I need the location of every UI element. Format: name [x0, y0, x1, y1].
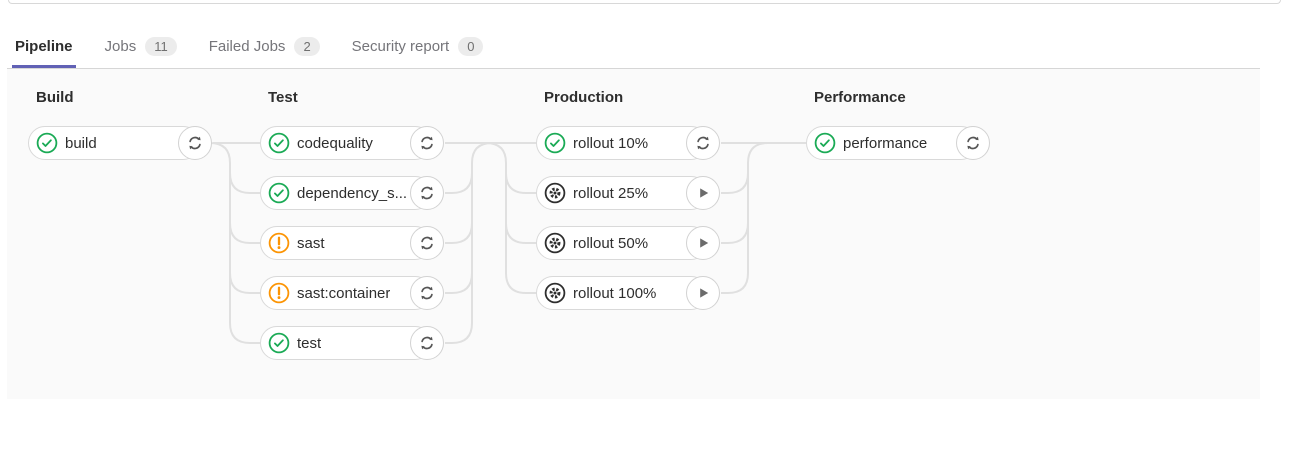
- job-sast-container[interactable]: sast:container: [260, 276, 444, 310]
- pipeline-connectors: [209, 142, 806, 344]
- job-dependency-s[interactable]: dependency_s...: [260, 176, 444, 210]
- job-label: sast: [297, 234, 325, 252]
- job-performance[interactable]: performance: [806, 126, 990, 160]
- job-label: rollout 25%: [573, 184, 649, 202]
- job-rollout-10[interactable]: rollout 10%: [536, 126, 720, 160]
- status-success-icon: [268, 182, 290, 204]
- stage-name-performance: Performance: [814, 89, 906, 106]
- tab-label: Jobs: [104, 38, 137, 55]
- tab-failed-jobs[interactable]: Failed Jobs 2: [206, 28, 323, 68]
- job-sast[interactable]: sast: [260, 226, 444, 260]
- play-icon: [695, 285, 711, 301]
- status-warning-icon: [268, 232, 290, 254]
- retry-icon: [419, 285, 435, 301]
- tab-label: Pipeline: [15, 38, 73, 55]
- status-manual-icon: [544, 282, 566, 304]
- retry-icon: [419, 135, 435, 151]
- retry-icon: [187, 135, 203, 151]
- job-label: sast:container: [297, 284, 391, 302]
- job-rollout-50[interactable]: rollout 50%: [536, 226, 720, 260]
- retry-icon: [419, 335, 435, 351]
- job-label: codequality: [297, 134, 373, 152]
- play-button[interactable]: [686, 176, 720, 210]
- top-card-bottom-edge: [8, 0, 1281, 4]
- stage-name-production: Production: [544, 89, 624, 106]
- status-manual-icon: [544, 182, 566, 204]
- job-label: dependency_s...: [297, 184, 408, 202]
- tab-security-report[interactable]: Security report 0: [349, 28, 487, 68]
- job-codequality[interactable]: codequality: [260, 126, 444, 160]
- retry-icon: [965, 135, 981, 151]
- retry-button[interactable]: [178, 126, 212, 160]
- tab-badge: 0: [458, 37, 484, 56]
- play-icon: [695, 235, 711, 251]
- retry-icon: [419, 185, 435, 201]
- retry-icon: [695, 135, 711, 151]
- status-success-icon: [814, 132, 836, 154]
- play-icon: [695, 185, 711, 201]
- retry-button[interactable]: [410, 176, 444, 210]
- job-label: rollout 100%: [573, 284, 657, 302]
- retry-button[interactable]: [410, 226, 444, 260]
- retry-button[interactable]: [410, 326, 444, 360]
- play-button[interactable]: [686, 276, 720, 310]
- status-success-icon: [544, 132, 566, 154]
- stage-name-test: Test: [268, 89, 298, 106]
- job-rollout-25[interactable]: rollout 25%: [536, 176, 720, 210]
- job-rollout-100[interactable]: rollout 100%: [536, 276, 720, 310]
- retry-button[interactable]: [956, 126, 990, 160]
- tab-badge: 11: [145, 37, 177, 56]
- play-button[interactable]: [686, 226, 720, 260]
- retry-icon: [419, 235, 435, 251]
- retry-button[interactable]: [410, 126, 444, 160]
- status-success-icon: [268, 332, 290, 354]
- tab-jobs[interactable]: Jobs 11: [102, 28, 180, 68]
- pipeline-graph-panel: Build build Test codequality dependency_s...…: [7, 68, 1260, 399]
- status-warning-icon: [268, 282, 290, 304]
- job-test[interactable]: test: [260, 326, 444, 360]
- status-success-icon: [36, 132, 58, 154]
- tab-label: Failed Jobs: [208, 38, 286, 55]
- pipeline-tabs: Pipeline Jobs 11 Failed Jobs 2 Security repor…: [12, 28, 1289, 68]
- job-label: test: [297, 334, 322, 352]
- job-label: build: [65, 134, 97, 152]
- job-label: rollout 10%: [573, 134, 649, 152]
- status-manual-icon: [544, 232, 566, 254]
- job-build[interactable]: build: [28, 126, 212, 160]
- retry-button[interactable]: [410, 276, 444, 310]
- stage-name-build: Build: [36, 89, 74, 106]
- status-success-icon: [268, 132, 290, 154]
- job-label: rollout 50%: [573, 234, 649, 252]
- tab-pipeline[interactable]: Pipeline: [12, 28, 76, 68]
- retry-button[interactable]: [686, 126, 720, 160]
- tab-label: Security report: [351, 38, 450, 55]
- job-label: performance: [843, 134, 928, 152]
- tab-badge: 2: [294, 37, 320, 56]
